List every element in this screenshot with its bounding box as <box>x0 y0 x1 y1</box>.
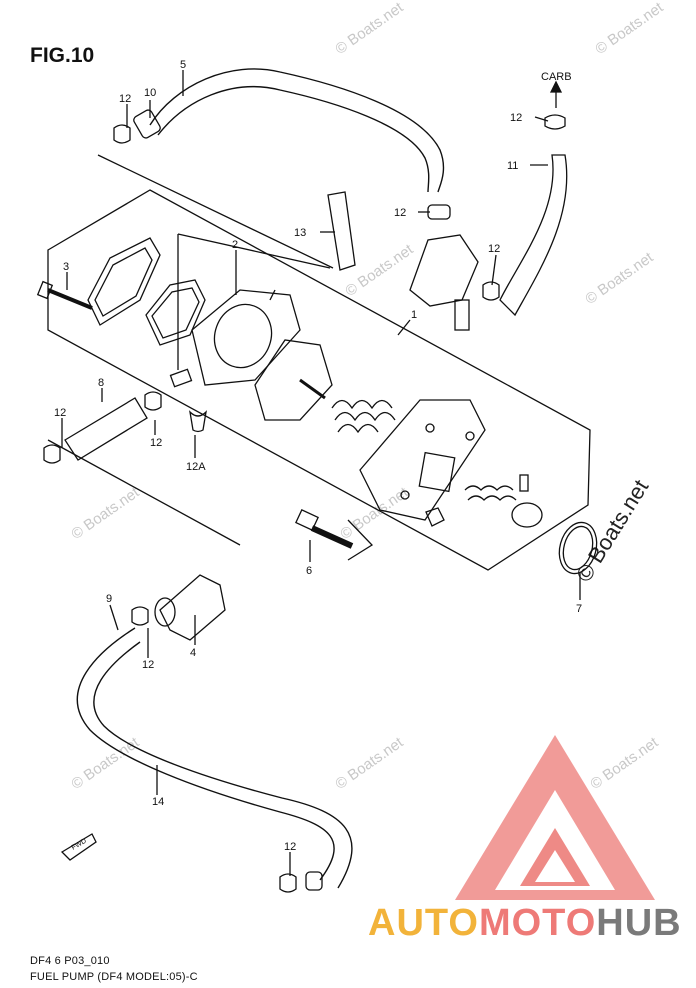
callout-8: 8 <box>98 377 104 389</box>
callout-7: 7 <box>576 603 582 615</box>
callout-12: 12 <box>394 207 406 219</box>
callout-5: 5 <box>180 59 186 71</box>
callout-2: 2 <box>232 239 238 251</box>
callout-12: 12 <box>142 659 154 671</box>
main-outline <box>47 189 591 571</box>
o-ring-7 <box>558 521 598 575</box>
pump-body <box>191 289 301 386</box>
clamp-13 <box>327 191 356 271</box>
hose-14 <box>76 627 335 881</box>
bolt-6 <box>295 508 319 532</box>
diaphragm <box>145 279 206 346</box>
callout-10: 10 <box>144 87 156 99</box>
callout-12: 12 <box>119 93 131 105</box>
callout-1: 1 <box>411 309 417 321</box>
callout-12: 12 <box>54 407 66 419</box>
callout-12: 12 <box>488 243 500 255</box>
hose-11 <box>499 154 568 317</box>
callout-12: 12 <box>150 437 162 449</box>
pump-lower <box>359 399 486 521</box>
callout-3: 3 <box>63 261 69 273</box>
callout-12: 12 <box>284 841 296 853</box>
gasket <box>87 237 161 326</box>
logo-auto: AUTO <box>368 902 479 944</box>
callout-12A: 12A <box>186 461 206 473</box>
callout-4: 4 <box>190 647 196 659</box>
hose-5 <box>149 68 445 193</box>
figure-title: FIG.10 <box>30 44 95 67</box>
automotohub-logo: AUTOMOTOHUB <box>368 902 682 945</box>
footer-caption: FUEL PUMP (DF4 MODEL:05)-C <box>30 971 198 983</box>
cover <box>254 339 333 421</box>
callout-11: 11 <box>507 160 518 172</box>
fwd-arrow <box>60 833 97 861</box>
callout-9: 9 <box>106 593 112 605</box>
joint-10 <box>133 109 161 139</box>
fuel-fitting <box>409 234 479 307</box>
logo-triangle <box>455 735 655 900</box>
carb-label: CARB <box>541 71 572 83</box>
spring <box>331 399 393 410</box>
callout-6: 6 <box>306 565 312 577</box>
logo-hub: HUB <box>596 902 682 944</box>
footer-code: DF4 6 P03_010 <box>30 955 110 967</box>
logo-moto: MOTO <box>478 902 597 944</box>
callout-12: 12 <box>510 112 522 124</box>
clip-12 <box>113 124 131 144</box>
callout-14: 14 <box>152 796 164 808</box>
hose-8 <box>64 397 148 461</box>
filter-4 <box>159 574 226 641</box>
callout-13: 13 <box>294 227 306 239</box>
